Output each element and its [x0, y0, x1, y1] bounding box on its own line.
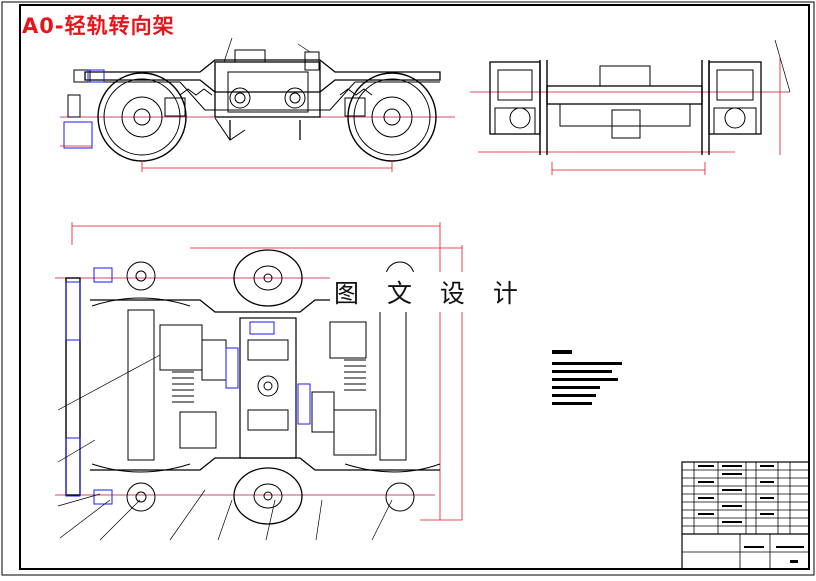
end-view — [470, 39, 791, 175]
watermark-label: 图 文 设 计 — [330, 272, 532, 312]
technical-requirements — [552, 350, 622, 405]
title-block-table — [681, 461, 810, 570]
inner-frame — [19, 4, 810, 570]
drawing-title: A0-轻轨转向架 — [22, 14, 175, 38]
plan-view — [55, 222, 463, 541]
side-view — [60, 37, 455, 172]
